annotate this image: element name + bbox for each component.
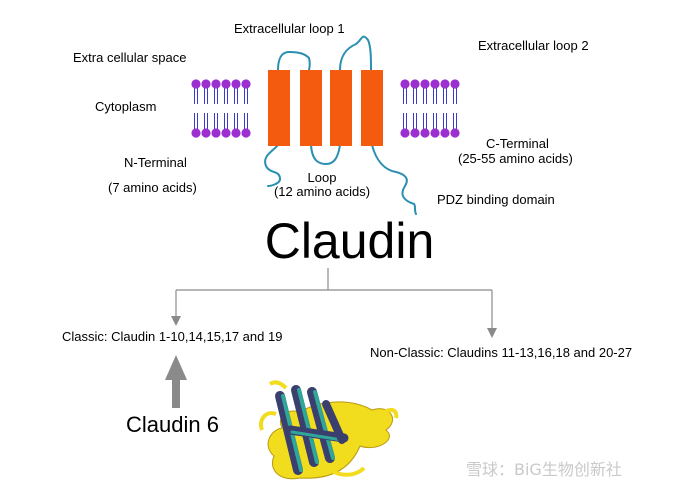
lipid-head — [241, 128, 251, 138]
lipid-head — [440, 79, 450, 89]
helix-4 — [361, 70, 383, 146]
lipid-head — [410, 128, 420, 138]
helix-3 — [330, 70, 352, 146]
lipid-head — [420, 128, 430, 138]
lipid-head — [221, 128, 231, 138]
arrow-right-head — [487, 328, 497, 338]
n-terminal-length-label: (7 amino acids) — [108, 180, 197, 195]
lipid-head — [400, 79, 410, 89]
loop-label: Loop — [307, 170, 337, 185]
claudin6-label: Claudin 6 — [126, 412, 219, 437]
lipid-head — [450, 128, 460, 138]
claudin6-arrow — [165, 355, 187, 408]
lipid-head — [221, 79, 231, 89]
lipid-head — [231, 79, 241, 89]
lipid-head — [430, 128, 440, 138]
lipid-head — [430, 79, 440, 89]
lipid-head — [201, 79, 211, 89]
lipid-head — [410, 79, 420, 89]
c-terminal-path — [371, 144, 417, 215]
lipid-head — [440, 128, 450, 138]
lipid-head — [191, 128, 201, 138]
cytoplasmic-loop-path — [310, 144, 341, 166]
lipid-head — [201, 128, 211, 138]
lipid-head — [241, 79, 251, 89]
lipid-head — [420, 79, 430, 89]
extracellular-loop-1b-path — [339, 35, 372, 71]
helix-1 — [268, 70, 290, 146]
lipid-head — [400, 128, 410, 138]
cytoplasm-label: Cytoplasm — [95, 99, 157, 114]
non-classic-claudins-label: Non-Classic: Claudins 11-13,16,18 and 20… — [370, 345, 633, 360]
lipid-head — [211, 79, 221, 89]
lipid-head — [450, 79, 460, 89]
classic-claudins-label: Classic: Claudin 1-10,14,15,17 and 19 — [62, 329, 283, 344]
n-terminal-label: N-Terminal — [124, 155, 187, 170]
n-terminal-path — [264, 144, 282, 187]
protein-chain — [264, 35, 417, 215]
extra-cellular-space-label: Extra cellular space — [73, 50, 187, 65]
lipid-head — [211, 128, 221, 138]
extracellular-loop-2-label: Extracellular loop 2 — [478, 38, 589, 53]
protein-structure-image — [259, 380, 399, 480]
pdz-binding-domain-label: PDZ binding domain — [437, 192, 555, 207]
extracellular-loop-1-label: Extracellular loop 1 — [234, 21, 345, 36]
diagram-title: Claudin — [264, 213, 435, 269]
c-terminal-label: C-Terminal — [486, 136, 549, 151]
lipid-head — [231, 128, 241, 138]
c-terminal-length-label: (25-55 amino acids) — [458, 151, 573, 166]
membrane-right — [400, 79, 460, 138]
membrane-left — [191, 79, 251, 138]
arrow-left-head — [171, 316, 181, 326]
watermark: 雪球：BiG生物创新社 — [466, 460, 622, 479]
transmembrane-helices — [268, 70, 383, 146]
tree-connector — [175, 268, 493, 330]
helix-2 — [300, 70, 322, 146]
extracellular-loop-1-path — [277, 50, 311, 71]
loop-length-label: (12 amino acids) — [273, 184, 371, 199]
lipid-head — [191, 79, 201, 89]
